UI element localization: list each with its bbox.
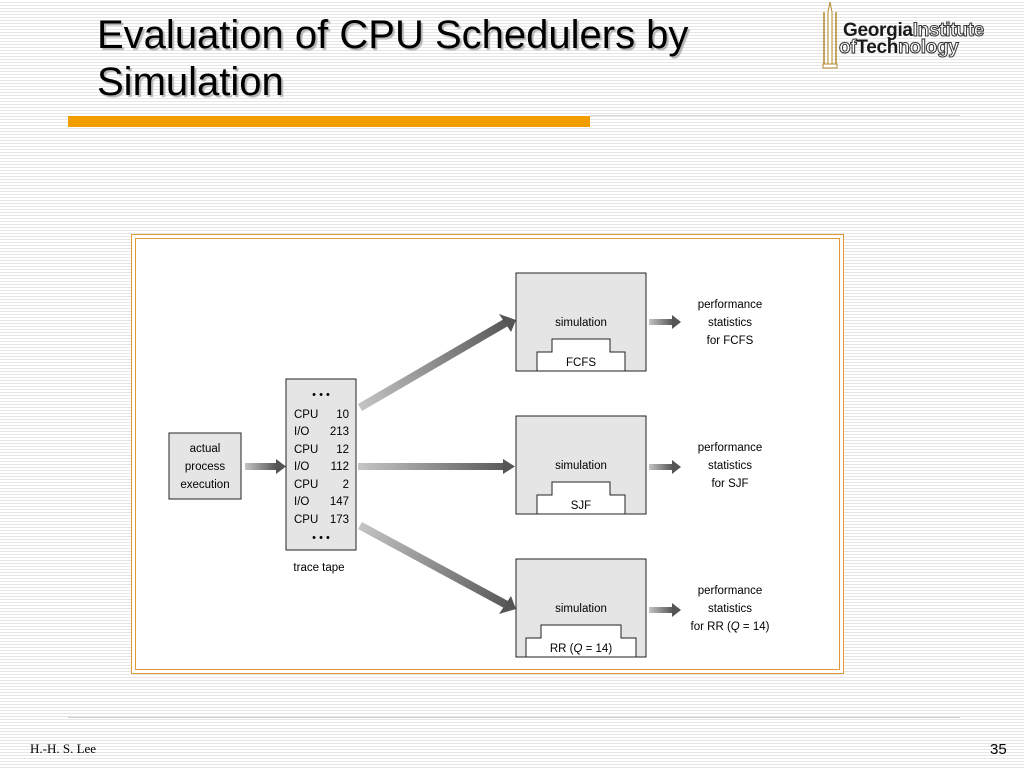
- slide-title: Evaluation of CPU Schedulers by Simulati…: [97, 12, 797, 106]
- arrow-to-rr-simulation: [358, 522, 516, 614]
- tape-entry-op: CPU: [294, 444, 318, 456]
- trace-tape: • • • CPU 10 I/O 213 CPU 12 I/O 112 CPU …: [285, 378, 357, 574]
- performance-stats-fcfs: performance statistics for FCFS: [698, 299, 763, 347]
- title-divider: [590, 115, 960, 116]
- stats-line3: for FCFS: [707, 335, 754, 347]
- scheduler-label-fcfs: FCFS: [566, 357, 596, 369]
- performance-stats-rr: performance statistics for RR (Q = 14): [691, 585, 770, 633]
- logo-text-georgia: Georgia: [843, 20, 913, 41]
- tape-entry-op: CPU: [294, 409, 318, 421]
- logo-line-1: GeorgiaInstitute: [843, 20, 985, 42]
- stats-line1: performance: [698, 585, 763, 597]
- tape-entry-value: 213: [330, 426, 349, 438]
- stats-line1: performance: [698, 299, 763, 311]
- stats-rr-prefix: for RR (: [691, 621, 731, 633]
- source-line3: execution: [180, 479, 229, 491]
- source-line2: process: [185, 461, 226, 473]
- figure-panel: actual process execution • • • CPU 10 I/…: [131, 234, 844, 674]
- stats-line3-rr: for RR (Q = 14): [691, 621, 770, 633]
- stats-line2: statistics: [708, 460, 752, 472]
- footer-divider: [68, 717, 960, 718]
- slide-title-line2: Simulation: [97, 60, 284, 104]
- tape-entry-op: I/O: [294, 496, 309, 508]
- arrow-to-fcfs-simulation: [358, 314, 516, 411]
- stats-line3: for SJF: [711, 478, 748, 490]
- simulation-label: simulation: [555, 603, 607, 615]
- simulation-diagram: actual process execution • • • CPU 10 I/…: [168, 272, 770, 658]
- tech-tower-icon: [822, 2, 838, 69]
- georgia-tech-logo: GeorgiaInstitute ofTechnology: [821, 2, 1017, 70]
- scheduler-rr-quantum-var: Q: [573, 643, 582, 655]
- scheduler-label-rr: RR (Q = 14): [550, 643, 612, 655]
- tape-entry-value: 12: [336, 444, 349, 456]
- tape-ellipsis-top: • • •: [312, 389, 330, 401]
- logo-text-tech: Tech: [856, 37, 899, 58]
- logo-text-of: of: [838, 37, 857, 59]
- trace-tape-caption: trace tape: [293, 562, 344, 574]
- tape-ellipsis-bottom: • • •: [312, 532, 330, 544]
- slide-title-line1: Evaluation of CPU Schedulers by: [97, 13, 689, 57]
- tape-entry-value: 2: [343, 479, 349, 491]
- scheduler-rr-suffix: = 14): [582, 643, 612, 655]
- tape-entry-op: I/O: [294, 461, 309, 473]
- footer-author: H.-H. S. Lee: [30, 741, 97, 756]
- stats-arrow-rr: [649, 603, 681, 617]
- source-line1: actual: [190, 443, 221, 455]
- page-number: 35: [990, 741, 1007, 758]
- logo-text-institute: Institute: [912, 20, 984, 42]
- scheduler-label-sjf: SJF: [571, 500, 591, 512]
- tape-entry-op: CPU: [294, 479, 318, 491]
- simulation-label: simulation: [555, 460, 607, 472]
- tape-entry-value: 112: [331, 461, 349, 473]
- simulation-box-fcfs: simulation FCFS: [515, 272, 647, 372]
- tape-entry-op: I/O: [294, 426, 309, 438]
- stats-arrow-fcfs: [649, 315, 681, 329]
- simulation-label: simulation: [555, 317, 607, 329]
- performance-stats-sjf: performance statistics for SJF: [698, 442, 763, 490]
- logo-line-2: ofTechnology: [838, 37, 960, 59]
- tape-entry-value: 173: [330, 514, 349, 526]
- title-accent-bar: [68, 116, 590, 127]
- stats-line2: statistics: [708, 317, 752, 329]
- stats-arrow-sjf: [649, 460, 681, 474]
- tape-entry-value: 10: [336, 409, 349, 421]
- arrow-to-sjf-simulation: [358, 459, 515, 474]
- stats-rr-quantum-var: Q: [731, 621, 740, 633]
- scheduler-rr-prefix: RR (: [550, 643, 574, 655]
- tape-entry-value: 147: [330, 496, 349, 508]
- actual-execution-box: actual process execution: [168, 432, 242, 500]
- logo-text-nology: nology: [898, 37, 960, 59]
- stats-line2: statistics: [708, 603, 752, 615]
- simulation-box-sjf: simulation SJF: [515, 415, 647, 515]
- tape-entries: CPU 10 I/O 213 CPU 12 I/O 112 CPU 2 I/O …: [294, 409, 349, 526]
- tape-entry-op: CPU: [294, 514, 318, 526]
- stats-line1: performance: [698, 442, 763, 454]
- stats-rr-suffix: = 14): [740, 621, 770, 633]
- arrow-to-trace-tape: [245, 459, 286, 474]
- simulation-box-rr: simulation RR (Q = 14): [515, 558, 647, 658]
